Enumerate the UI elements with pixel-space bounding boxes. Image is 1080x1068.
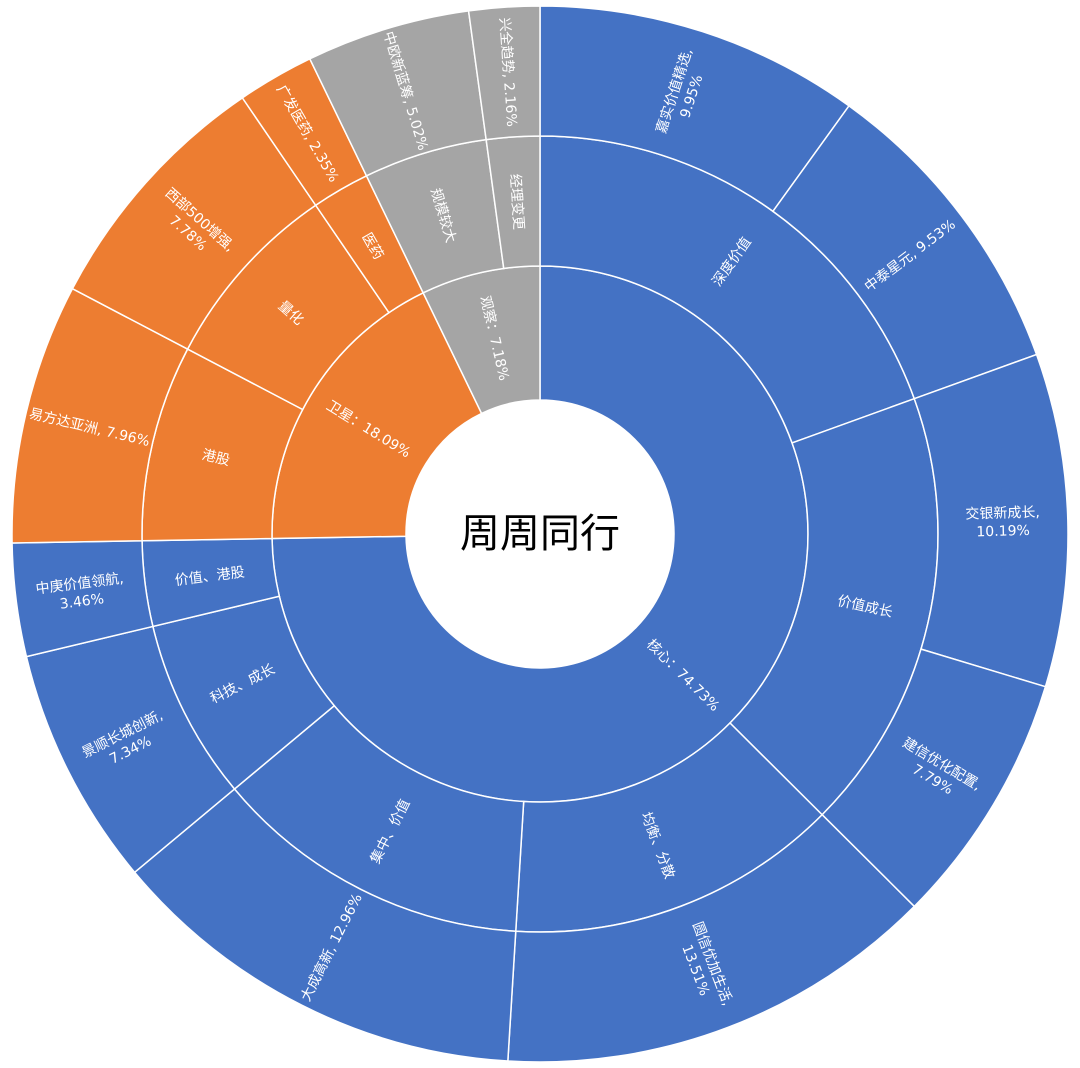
label-line: 3.46% [59, 591, 105, 612]
center-hole [406, 400, 674, 668]
ring2-label: 港股 [200, 447, 231, 469]
label-line: 交银新成长, [965, 504, 1040, 523]
ring2-label: 经理变更 [507, 173, 527, 230]
center-title: 周周同行 [460, 511, 620, 557]
ring3-label: 交银新成长,10.19% [965, 504, 1040, 541]
label-line: 经理变更 [507, 173, 527, 230]
ring3-segment[interactable] [467, 5, 541, 141]
sunburst-segments [11, 5, 1069, 1063]
label-line: 港股 [200, 447, 231, 469]
label-line: 10.19% [976, 523, 1030, 540]
